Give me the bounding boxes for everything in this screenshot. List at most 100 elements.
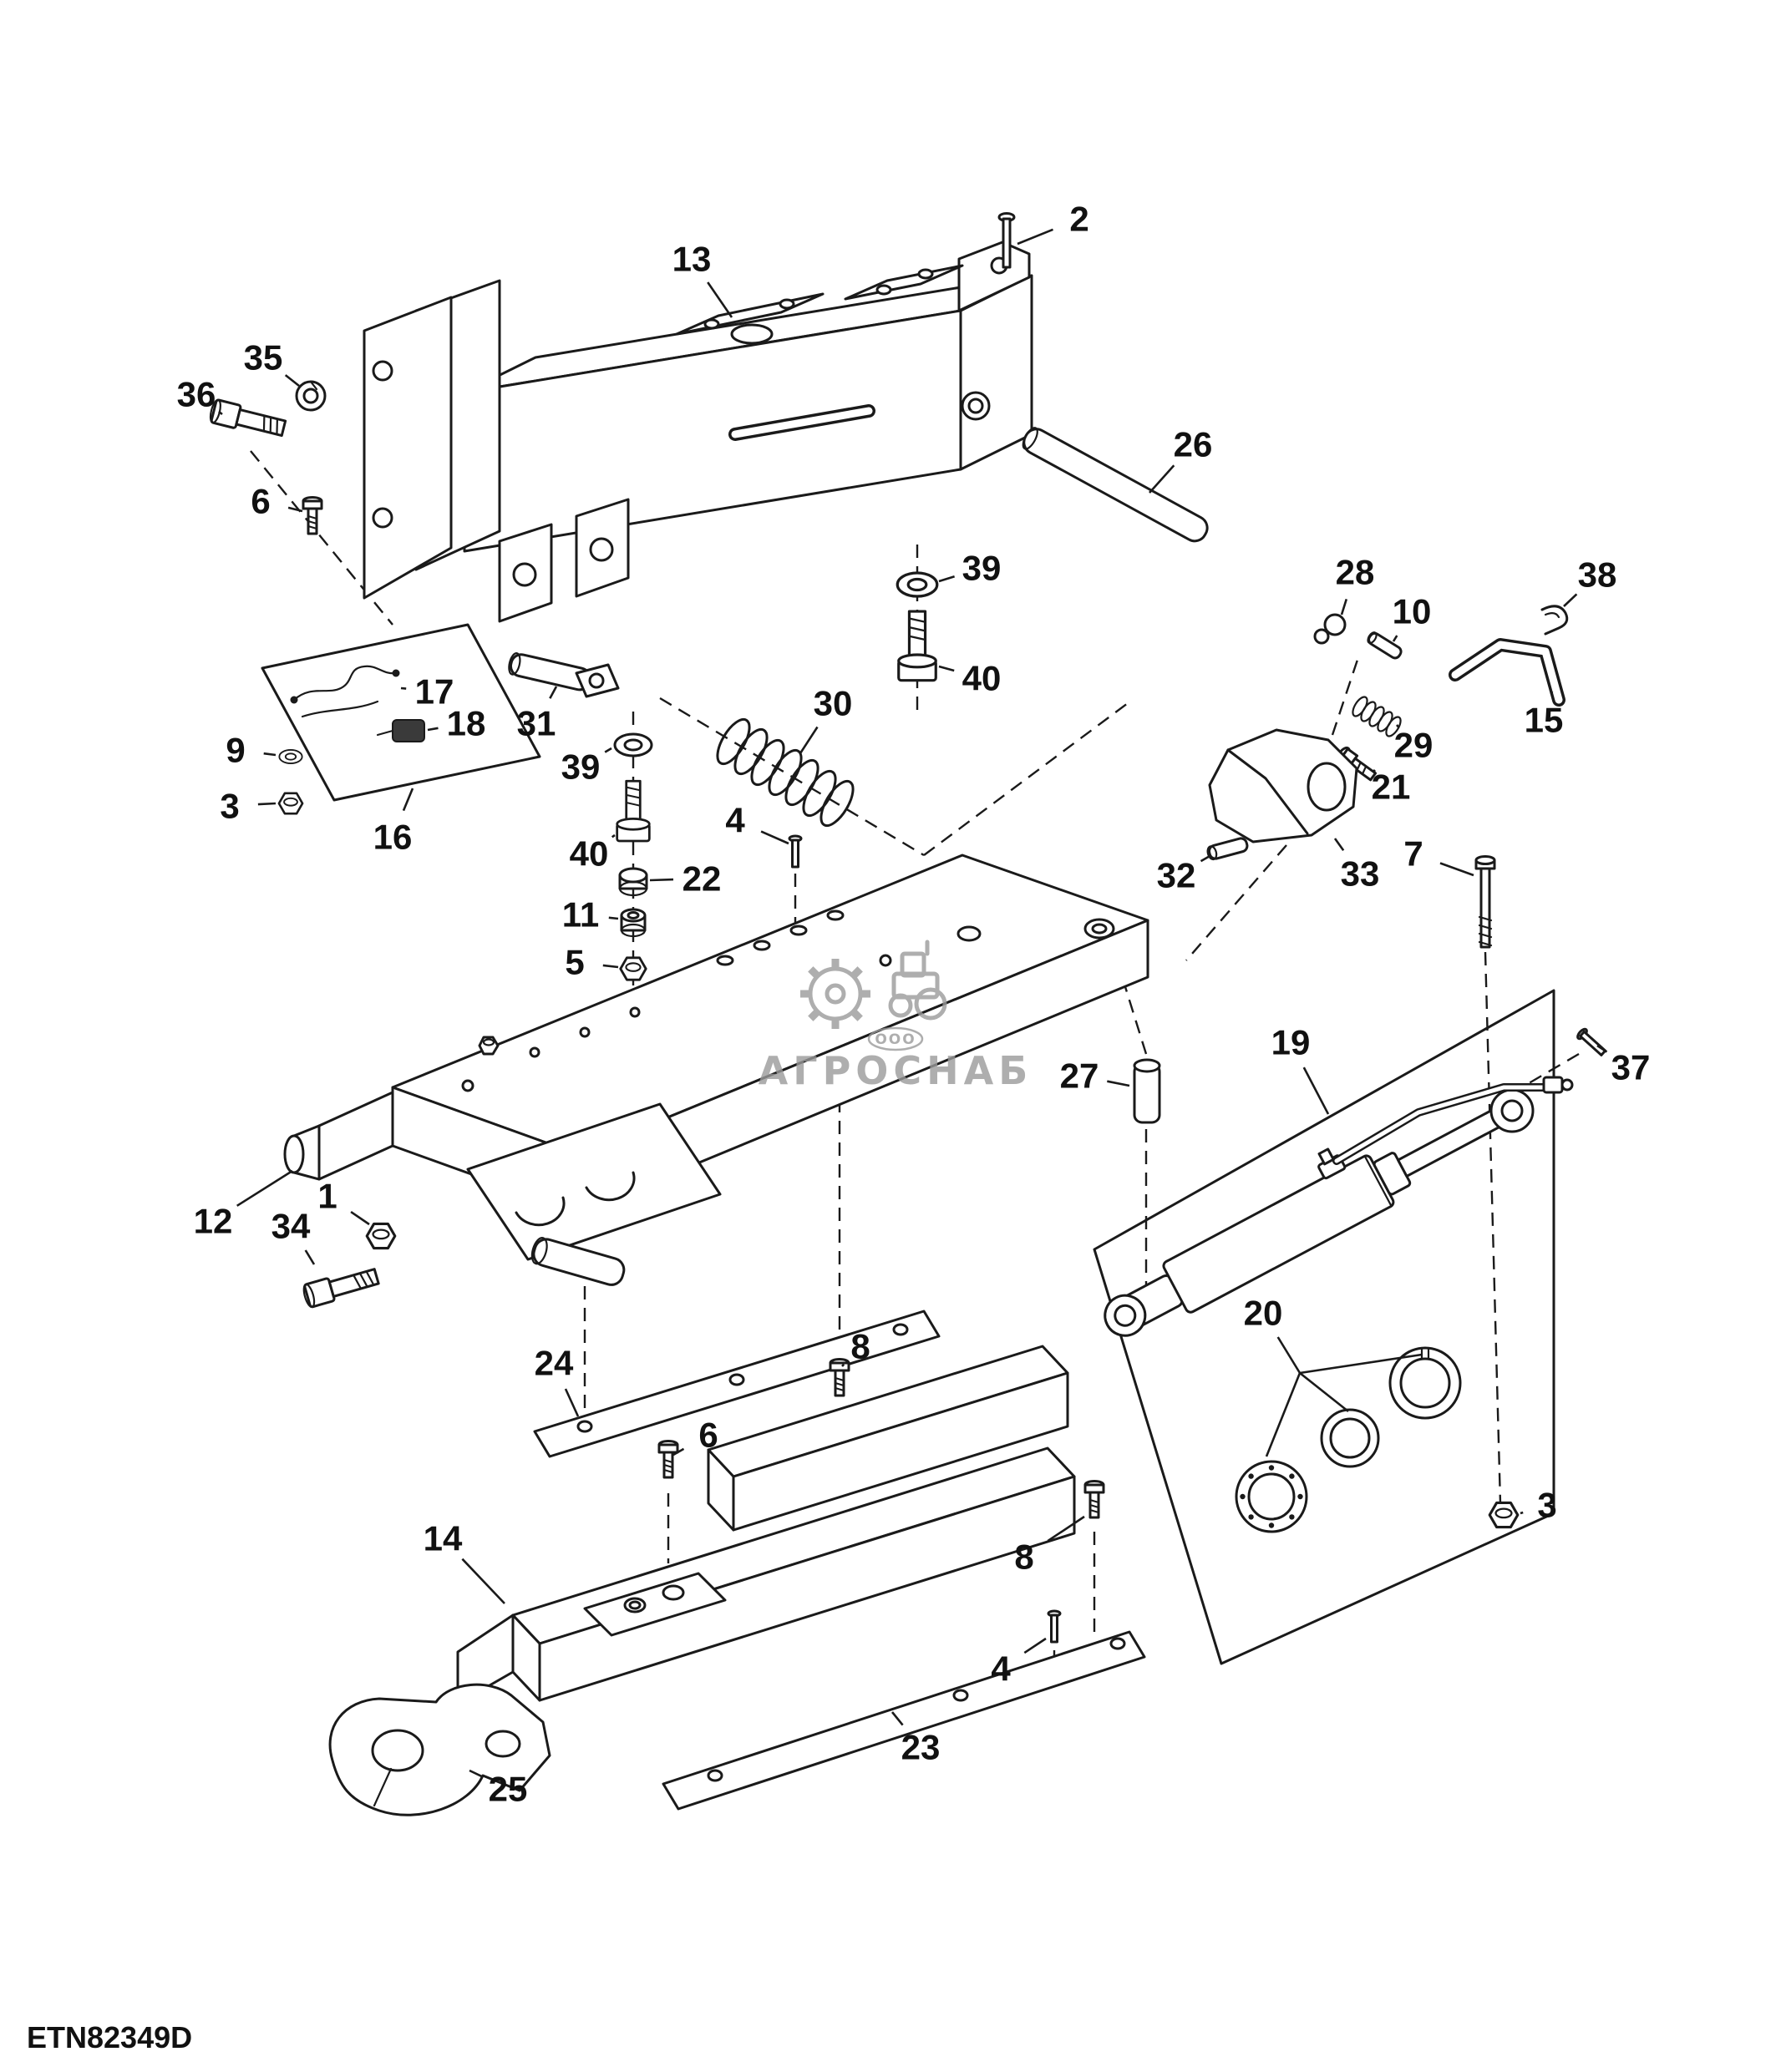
callout-39a: 39	[962, 549, 1002, 588]
part-36-bolt	[207, 398, 288, 441]
callout-32: 32	[1157, 856, 1196, 895]
callout-36: 36	[177, 375, 216, 414]
part-14-beam-upper	[707, 1345, 1069, 1532]
callout-8b: 8	[1014, 1538, 1033, 1577]
callout-40b: 40	[570, 834, 609, 874]
callout-3b: 3	[1537, 1486, 1556, 1525]
leader-line-16	[402, 788, 414, 812]
leader-line-31	[549, 686, 558, 699]
callout-6a: 6	[251, 482, 270, 521]
leader-line-8a	[841, 1363, 845, 1367]
leader-line-36	[218, 410, 223, 416]
leader-line-37	[1596, 1044, 1608, 1053]
part-34-bolt	[300, 1264, 382, 1310]
leader-line-4a	[760, 830, 789, 845]
part-30-spring	[716, 717, 855, 828]
leader-line-5	[602, 964, 619, 969]
leader-line-34	[304, 1249, 316, 1265]
callout-12: 12	[194, 1202, 233, 1241]
part-31-pin	[508, 652, 620, 698]
part-8-screw-right	[1083, 1480, 1105, 1519]
part-35-lock-washer	[295, 380, 327, 412]
part-17-wire-clip	[290, 665, 400, 718]
leader-line-6a	[287, 506, 303, 513]
part-1-nut	[365, 1222, 397, 1250]
part-11-bushing	[620, 908, 647, 938]
part-40-bolt-left	[616, 779, 651, 843]
part-16-plate	[261, 623, 541, 802]
leader-line-33	[1333, 838, 1345, 852]
part-7-bolt	[1474, 855, 1496, 949]
callout-34: 34	[271, 1207, 311, 1246]
part-22-plug	[618, 867, 648, 897]
leader-line-32	[1200, 854, 1212, 863]
callout-1: 1	[317, 1177, 337, 1216]
document-code: ETN82349D	[27, 2020, 192, 2054]
callout-16: 16	[373, 818, 413, 857]
watermark: ООО АГРОСНАБ	[759, 940, 1033, 1093]
leader-line-3b	[1520, 1511, 1524, 1515]
hydraulic-hose	[1332, 1076, 1574, 1165]
callout-4b: 4	[991, 1649, 1011, 1689]
leader-line-23	[891, 1711, 904, 1726]
part-15-lever	[1449, 638, 1565, 707]
leader-line-26	[1149, 464, 1175, 494]
part-14-beam	[456, 1446, 1076, 1705]
leader-line-25	[469, 1769, 483, 1778]
leader-line-11	[608, 916, 619, 920]
part-4-pin-upper	[788, 834, 803, 869]
callout-28: 28	[1336, 553, 1375, 592]
callout-25: 25	[489, 1770, 528, 1809]
callout-5: 5	[565, 943, 584, 982]
part-3-nut-right	[1488, 1501, 1520, 1529]
callout-38: 38	[1578, 555, 1617, 595]
part-3-nut-left	[277, 792, 304, 815]
watermark-name: АГРОСНАБ	[759, 1048, 1033, 1093]
leader-line-8b	[1047, 1515, 1085, 1543]
callout-13: 13	[672, 240, 712, 279]
callout-40a: 40	[962, 659, 1002, 698]
leader-line-35	[284, 374, 300, 388]
part-24-strip	[533, 1310, 941, 1458]
callout-15: 15	[1525, 701, 1564, 740]
leader-line-10	[1392, 635, 1398, 642]
leader-line-13	[707, 281, 733, 318]
tractor-icon	[888, 940, 947, 1021]
callout-6b: 6	[698, 1416, 718, 1455]
part-33-latch	[1208, 728, 1358, 843]
part-19-cylinder-panel	[1093, 989, 1555, 1665]
leader-line-3a	[257, 802, 277, 806]
callout-39b: 39	[561, 747, 601, 787]
part-39-washer-left	[613, 732, 653, 757]
leader-extras	[1265, 1353, 1423, 1457]
leader-line-39b	[604, 747, 612, 753]
leader-line-28	[1340, 599, 1348, 616]
part-32-pin	[1206, 837, 1249, 861]
part-2-pin	[997, 212, 1016, 269]
callout-4a: 4	[725, 801, 745, 840]
leader-line-30	[799, 726, 819, 754]
part-6-screw-lower	[657, 1440, 679, 1479]
leader-line-29	[1396, 724, 1399, 728]
leader-line-21	[1373, 769, 1376, 773]
leader-line-7	[1439, 862, 1474, 877]
leader-line-6b	[672, 1447, 685, 1456]
part-20-bushings	[1235, 1346, 1462, 1533]
callout-35: 35	[244, 338, 283, 377]
callout-23: 23	[901, 1728, 941, 1767]
callout-26: 26	[1174, 425, 1213, 464]
leader-line-18	[427, 727, 439, 732]
callout-27: 27	[1060, 1056, 1099, 1096]
leader-line-38	[1563, 593, 1578, 607]
part-6-screw-upper	[302, 496, 323, 535]
leader-line-39a	[938, 575, 955, 583]
callout-37: 37	[1611, 1048, 1651, 1087]
part-4-pin-lower	[1047, 1609, 1062, 1644]
callout-7: 7	[1403, 834, 1423, 874]
part-13-support-frame	[363, 241, 1033, 623]
part-19-hydraulic-cylinder	[1104, 1076, 1574, 1337]
leader-line-40b	[611, 833, 616, 838]
callout-19: 19	[1271, 1023, 1311, 1062]
